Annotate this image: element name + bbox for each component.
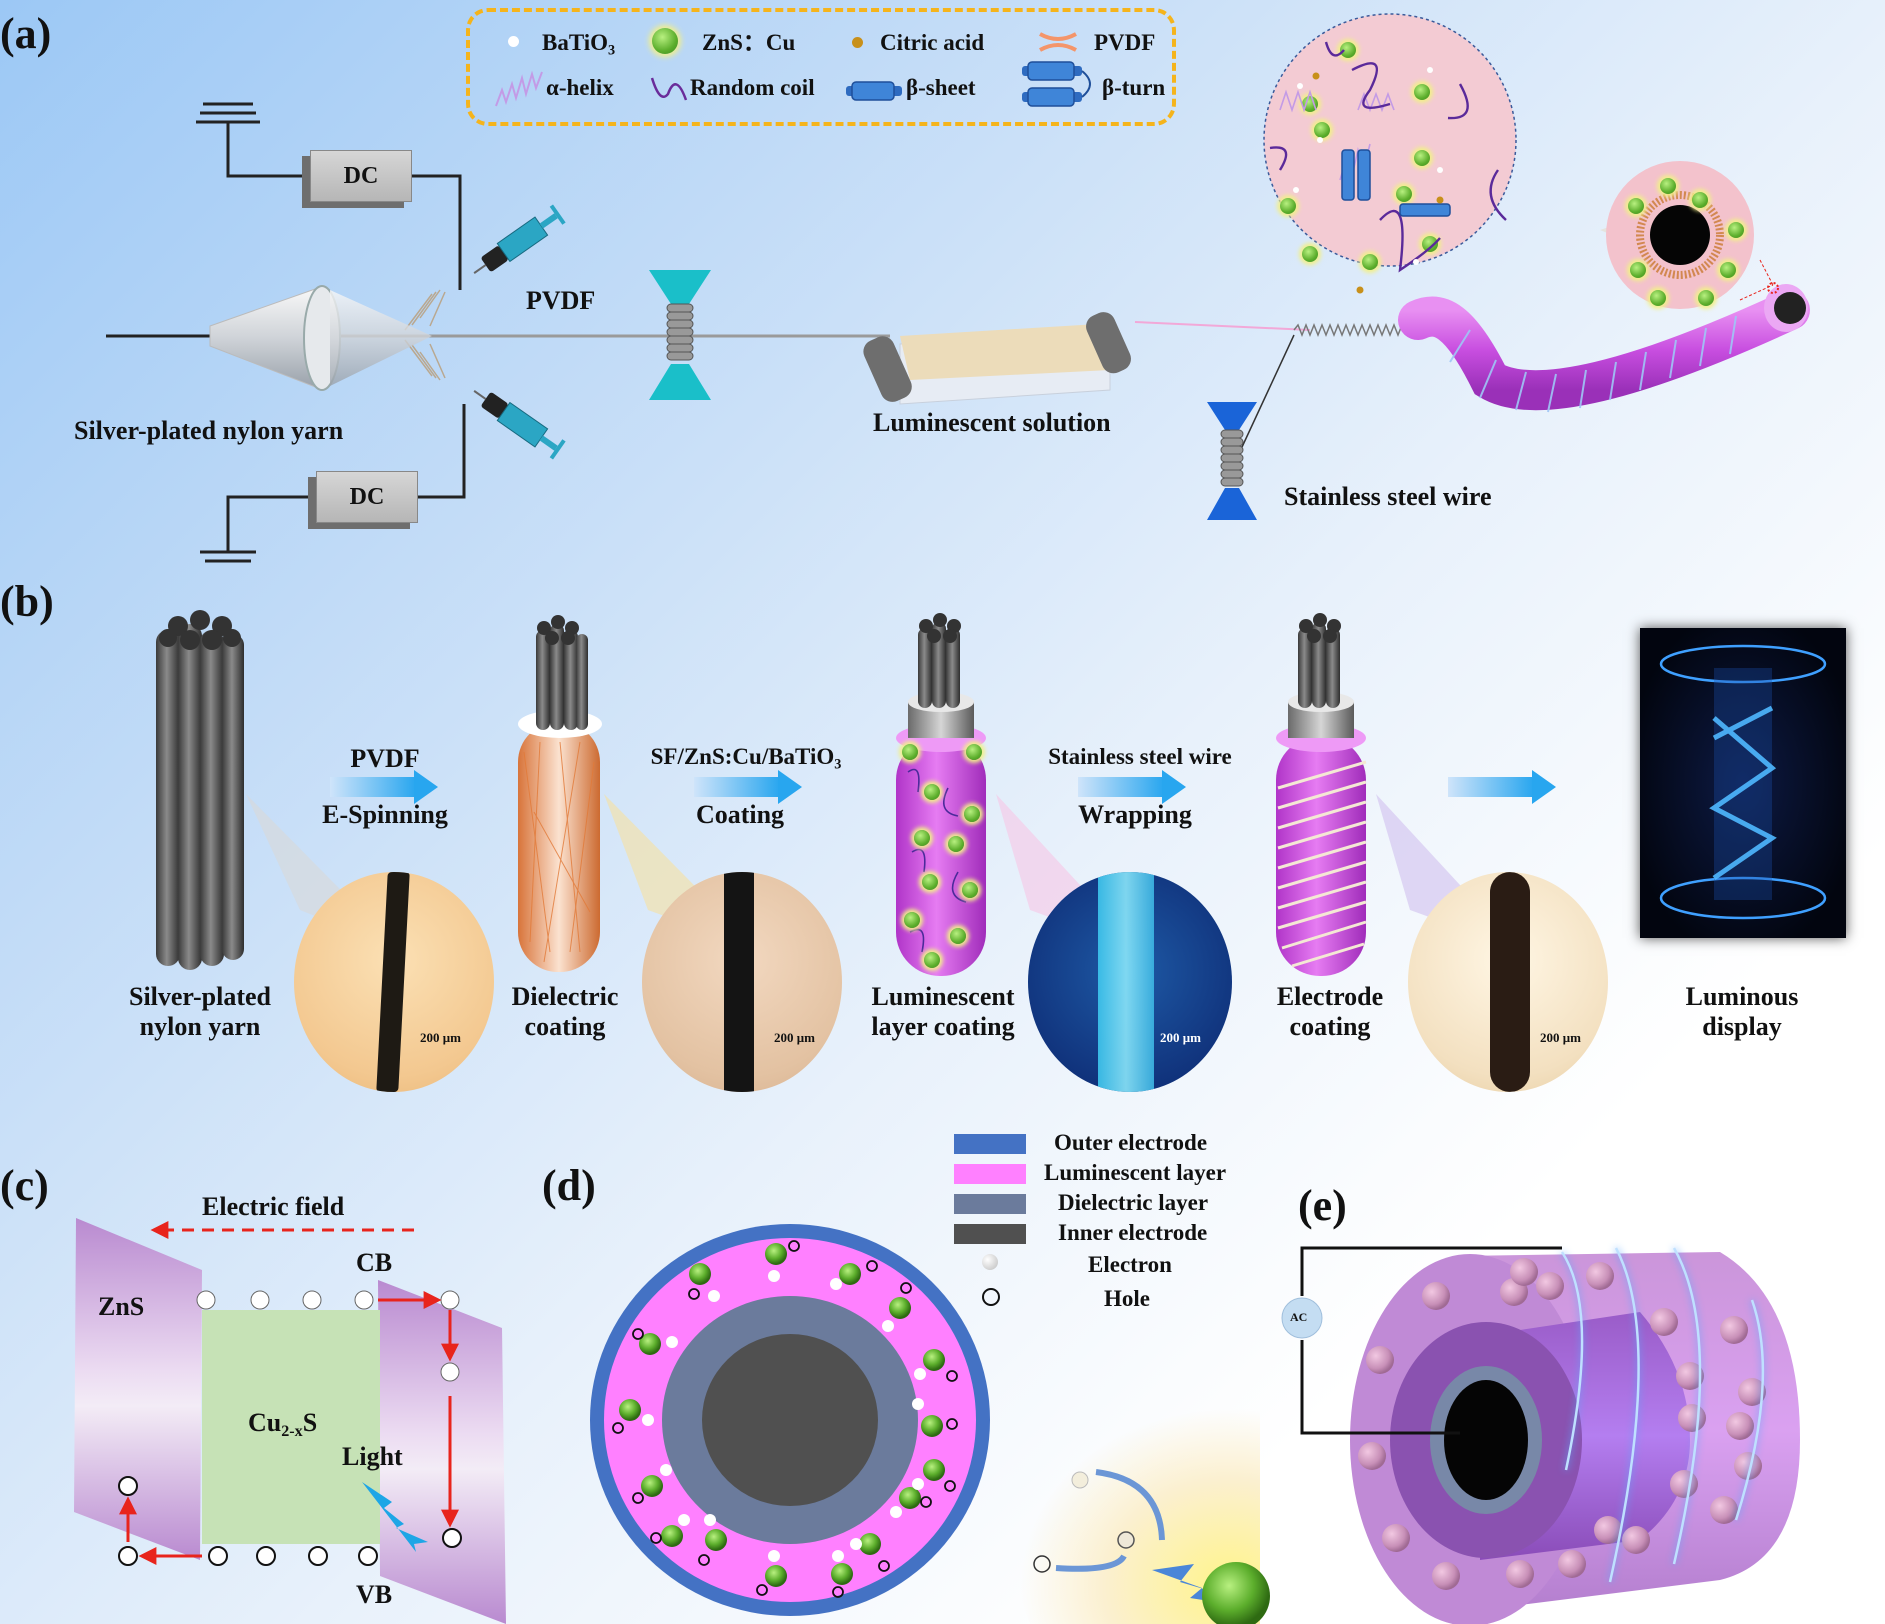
arrow-1-top: PVDF <box>350 744 420 773</box>
panel-a-label: (a) <box>0 9 52 58</box>
legend-inner-electrode: Inner electrode <box>1058 1220 1208 1245</box>
legend-outer-electrode: Outer electrode <box>1054 1130 1208 1155</box>
beta-sheet-icon <box>846 81 902 101</box>
scale-bar-3: 200 μm <box>1160 1030 1201 1045</box>
scale-bar-1: 200 μm <box>420 1030 461 1045</box>
micrograph-electrode <box>1408 872 1608 1092</box>
pvdf-label: PVDF <box>526 286 596 315</box>
funnel-collector <box>209 285 432 391</box>
arrow-1-bottom: E-Spinning <box>322 800 448 829</box>
bare-yarn-model <box>156 610 244 970</box>
dc-power-top: DC <box>310 150 412 202</box>
legend-batio3: BaTiO3 <box>542 30 616 59</box>
composite-zoom <box>1263 13 1774 309</box>
panel-e-label: (e) <box>1298 1181 1347 1230</box>
micrograph-dielectric <box>642 872 842 1092</box>
arrow-2-top: SF/ZnS:Cu/BaTiO3 <box>650 744 842 773</box>
electron-icon <box>982 1254 998 1270</box>
pvdf-fiber-icon <box>1039 32 1077 52</box>
cb-label: CB <box>356 1248 393 1277</box>
composite-particles <box>1240 0 1885 330</box>
legend-dielectric-layer: Dielectric layer <box>1058 1190 1209 1215</box>
panel-d-label: (d) <box>542 1161 596 1210</box>
batio3-dot-icon <box>508 36 519 47</box>
legend-beta-sheet: β-sheet <box>906 75 976 100</box>
scale-bar-4: 200 μm <box>1540 1030 1581 1045</box>
process-arrow-3[interactable] <box>1078 770 1188 804</box>
process-arrow-4[interactable] <box>1448 770 1558 804</box>
panel-b-label: (b) <box>0 577 54 626</box>
ac-source-label: AC <box>1290 1310 1308 1324</box>
random-coil-icon <box>650 77 688 101</box>
panel-a-circuit <box>106 102 1407 563</box>
cross-section-diagram <box>590 1224 1270 1624</box>
legend-zns-cu: ZnS：Cu <box>702 30 796 55</box>
legend-pvdf: PVDF <box>1094 30 1156 55</box>
legend-hole: Hole <box>1104 1286 1150 1311</box>
luminescent-particles <box>888 612 998 982</box>
dielectric-yarn-model <box>518 615 602 972</box>
legend-beta-turn: β-turn <box>1102 75 1166 100</box>
legend-swatch-outer <box>954 1134 1026 1154</box>
device-cylinder <box>1281 1246 1800 1624</box>
process-arrow-2[interactable] <box>694 770 804 804</box>
legend-swatch-inner <box>954 1224 1026 1244</box>
arrow-2-bottom: Coating <box>695 800 785 829</box>
roller-cyan <box>649 270 711 400</box>
alpha-helix-icon <box>495 70 543 107</box>
legend-random-coil: Random coil <box>690 75 815 100</box>
yarn-label: Silver-plated nylon yarn <box>74 416 344 445</box>
legend-citric-acid: Citric acid <box>880 30 985 55</box>
process-arrow-1[interactable] <box>330 770 440 804</box>
zns-label: ZnS <box>98 1292 145 1321</box>
zns-cu-sphere-icon <box>652 28 678 54</box>
legend-electron: Electron <box>1088 1252 1172 1277</box>
wire-label: Stainless steel wire <box>1284 482 1492 511</box>
micrograph-yarn <box>294 872 494 1092</box>
wrapped-fiber <box>1398 282 1810 413</box>
cu2xs-label: Cu2-xS <box>248 1408 318 1440</box>
light-bolt-icon <box>362 1482 428 1552</box>
legend-swatch-luminescent <box>954 1164 1026 1184</box>
electric-field-label: Electric field <box>202 1192 345 1221</box>
beta-turn-icon <box>1022 61 1091 107</box>
luminescent-bath <box>863 312 1131 405</box>
micrograph-luminescent <box>1028 872 1232 1092</box>
legend-alpha-helix: α-helix <box>546 75 614 100</box>
syringe-bottom <box>473 390 566 460</box>
dc-power-bottom: DC <box>316 471 418 523</box>
composite-protein-structures <box>1269 41 1507 294</box>
bath-label: Luminescent solution <box>873 408 1111 437</box>
light-label: Light <box>342 1442 403 1471</box>
citric-acid-dot-icon <box>852 37 863 48</box>
scale-bar-2: 200 μm <box>774 1030 815 1045</box>
legend-swatch-dielectric <box>954 1194 1026 1214</box>
arrow-3-bottom: Wrapping <box>1078 800 1192 829</box>
syringe-top <box>473 204 566 274</box>
panel-c-label: (c) <box>0 1161 49 1210</box>
vb-label: VB <box>356 1580 393 1609</box>
hole-icon <box>982 1288 1000 1306</box>
legend-items: BaTiO3 ZnS：Cu Citric acid PVDF α-helix R… <box>466 8 1176 126</box>
arrow-3-top: Stainless steel wire <box>1048 744 1232 769</box>
band-diagram <box>74 1218 506 1624</box>
roller-blue <box>1207 402 1257 520</box>
electrode-yarn-model <box>1276 613 1367 976</box>
legend-luminescent-layer: Luminescent layer <box>1044 1160 1227 1185</box>
panel-a-legend <box>466 8 1176 126</box>
luminous-display-photo <box>1640 628 1846 938</box>
